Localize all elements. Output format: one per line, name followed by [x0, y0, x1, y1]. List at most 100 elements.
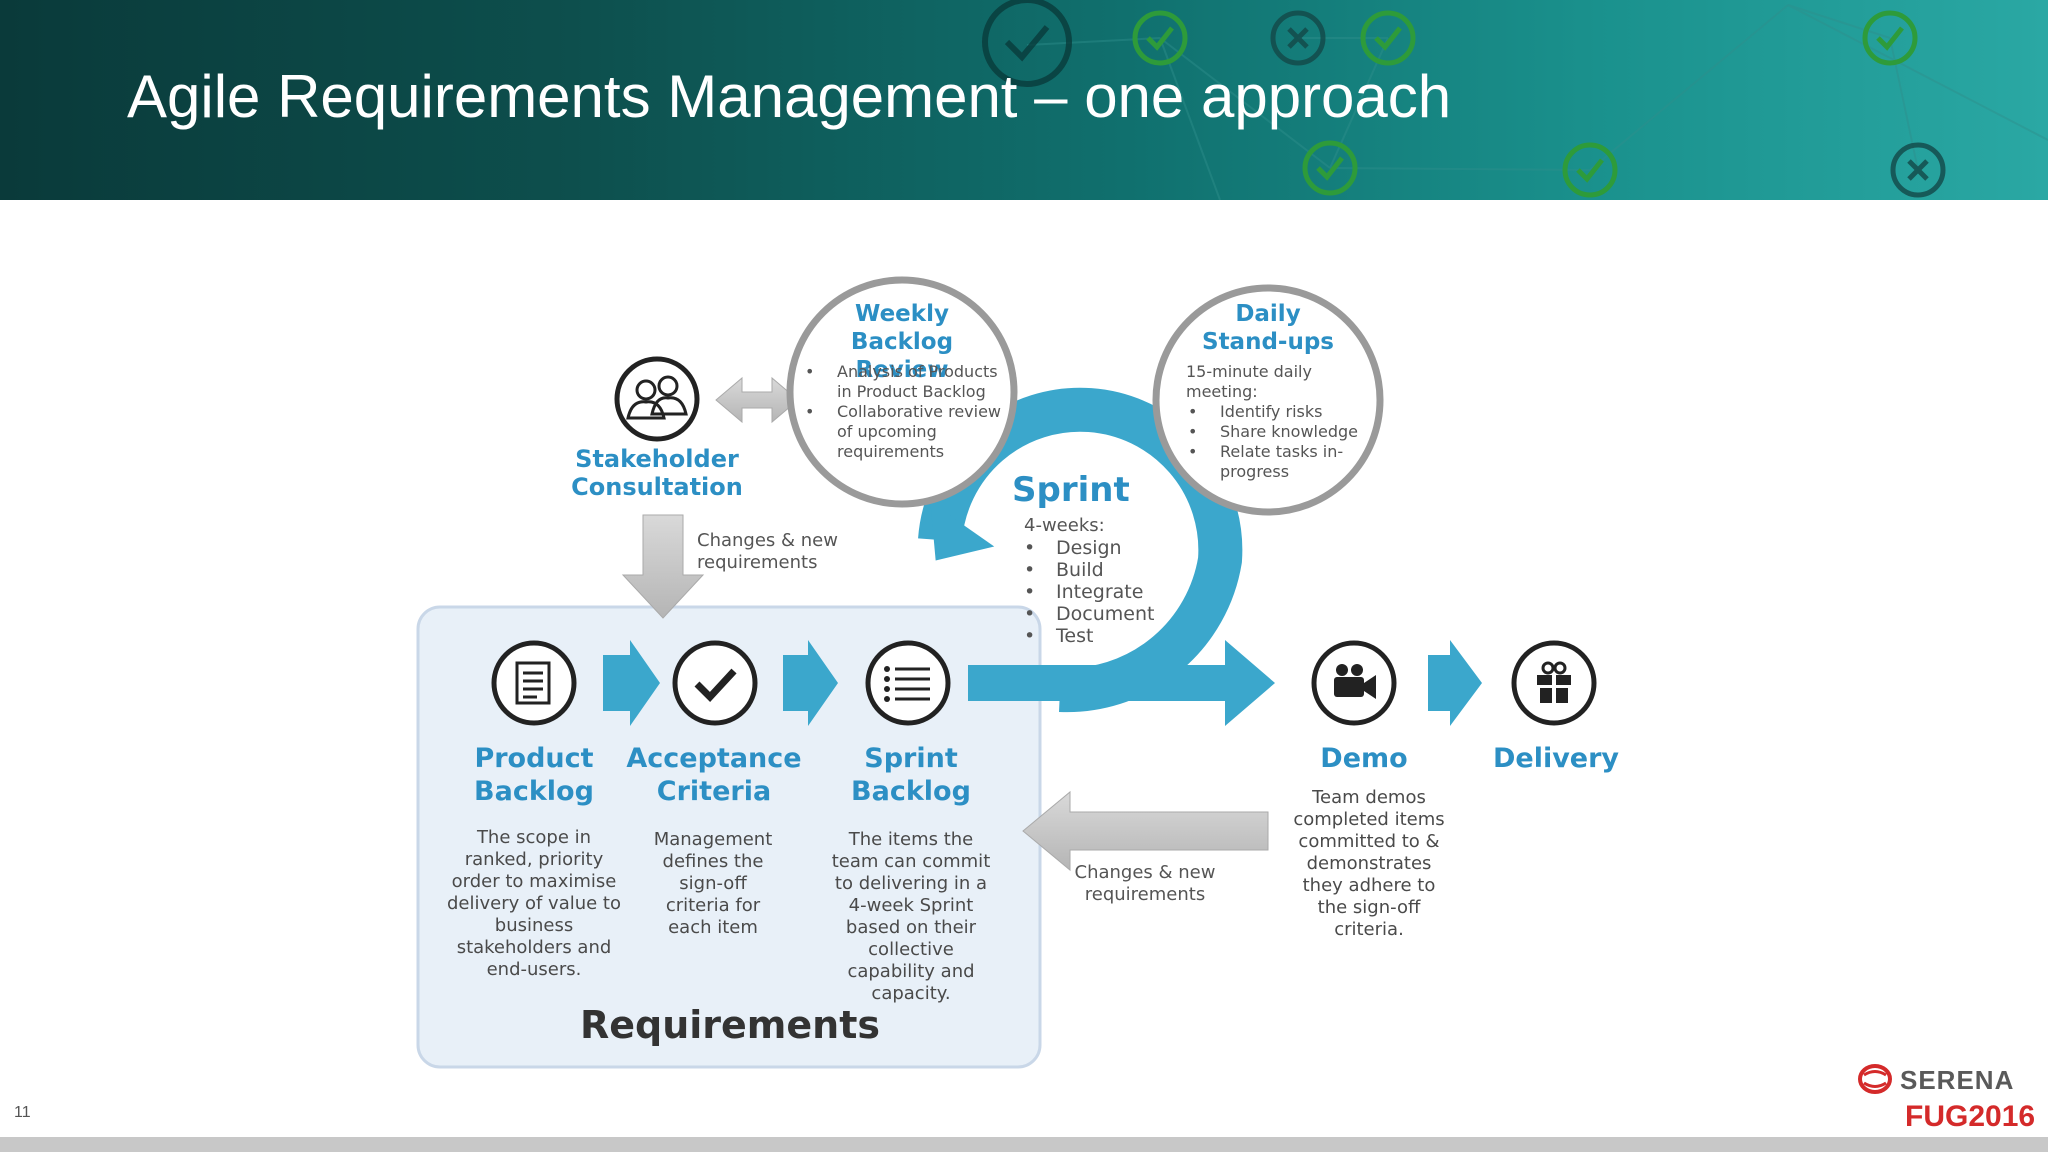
- sprint-item: Build: [1022, 559, 1202, 581]
- weekly-review-list: Analysis of Products in Product Backlog …: [803, 362, 1003, 462]
- weekly-review-item: Analysis of Products in Product Backlog: [803, 362, 1003, 402]
- desc-line: Management: [653, 829, 773, 850]
- changes-top-line2: requirements: [697, 552, 818, 573]
- check-circle-icon: [982, 0, 1072, 87]
- daily-standups-item-line: Relate tasks in-: [1220, 442, 1344, 461]
- desc-line: The scope in: [476, 827, 592, 848]
- changes-down-arrow: [621, 514, 705, 619]
- desc-line: The items the: [848, 829, 974, 850]
- daily-standups-title-line1: Daily: [1235, 301, 1301, 327]
- daily-standups-item: Relate tasks in- progress: [1186, 442, 1366, 482]
- desc-line: each item: [668, 917, 758, 938]
- requirements-label: Requirements: [579, 1003, 881, 1047]
- desc-line: they adhere to: [1302, 875, 1436, 896]
- desc-line: order to maximise: [451, 871, 617, 892]
- acceptance-criteria-title: Acceptance Criteria: [622, 742, 806, 808]
- daily-standups-title: Daily Stand-ups: [1168, 300, 1368, 356]
- footer-bar: [0, 1137, 2048, 1152]
- camera-icon: [1311, 640, 1397, 726]
- desc-line: committed to &: [1298, 831, 1440, 852]
- weekly-review-item: Collaborative review of upcoming require…: [803, 402, 1003, 462]
- weekly-review-item-line: requirements: [837, 442, 945, 461]
- daily-standups-item: Identify risks: [1186, 402, 1366, 422]
- daily-standups-title-line2: Stand-ups: [1202, 329, 1334, 355]
- weekly-review-item-line: in Product Backlog: [837, 382, 986, 401]
- desc-line: stakeholders and: [456, 937, 612, 958]
- list-icon: [865, 640, 951, 726]
- slide-title: Agile Requirements Management – one appr…: [127, 63, 1452, 130]
- desc-line: defines the: [662, 851, 764, 872]
- desc-line: sign-off: [679, 873, 747, 894]
- desc-line: 4-week Sprint: [848, 895, 974, 916]
- event-name: FUG2016: [1905, 1100, 2036, 1133]
- delivery-title: Delivery: [1492, 743, 1620, 774]
- daily-standups-item-line: Identify risks: [1220, 402, 1323, 421]
- desc-line: capacity.: [871, 983, 951, 1004]
- sprint-item: Document: [1022, 603, 1202, 625]
- network-background: [982, 0, 2048, 200]
- desc-line: criteria for: [665, 895, 761, 916]
- sprint-list: Design Build Integrate Document Test: [1022, 537, 1202, 647]
- flow-arrow-2: [783, 640, 838, 726]
- weekly-review-title-line1: Weekly: [855, 301, 949, 327]
- flow-arrow-long: [968, 640, 1275, 726]
- sprint-backlog-description: The items the team can commit to deliver…: [816, 829, 1006, 1005]
- weekly-review-item-line: Collaborative review: [837, 402, 1002, 421]
- header-banner: Agile Requirements Management – one appr…: [0, 0, 2048, 200]
- flow-arrow-4: [1428, 640, 1482, 726]
- desc-line: demonstrates: [1306, 853, 1432, 874]
- sprint-cycle-arrowhead: [930, 501, 995, 561]
- desc-line: criteria.: [1334, 919, 1404, 940]
- desc-line: delivery of value to: [446, 893, 622, 914]
- changes-bottom-line2: requirements: [1084, 884, 1206, 905]
- sprint-backlog-title: Sprint Backlog: [821, 742, 1001, 808]
- weekly-review-item-line: of upcoming: [837, 422, 937, 441]
- stakeholder-title: Stakeholder Consultation: [557, 445, 757, 501]
- stakeholder-title-line2: Consultation: [571, 473, 743, 501]
- desc-line: business: [494, 915, 574, 936]
- sprint-item: Test: [1022, 625, 1202, 647]
- serena-logo-icon: [1858, 1064, 1892, 1094]
- changes-bottom-line1: Changes & new: [1074, 862, 1216, 883]
- desc-line: end-users.: [486, 959, 582, 980]
- acceptance-criteria-description: Management defines the sign-off criteria…: [628, 829, 798, 939]
- demo-description: Team demos completed items committed to …: [1274, 787, 1464, 941]
- sprint-subtitle: 4-weeks:: [1024, 515, 1105, 536]
- weekly-review-item-line: Analysis of Products: [837, 362, 998, 381]
- changes-top-label: Changes & new requirements: [697, 530, 867, 574]
- sprint-backlog-title-line2: Backlog: [851, 776, 971, 807]
- flow-arrow-1: [603, 640, 660, 726]
- acceptance-criteria-title-line2: Criteria: [656, 776, 772, 807]
- changes-bottom-label: Changes & new requirements: [1060, 862, 1230, 906]
- stakeholder-title-line1: Stakeholder: [575, 445, 739, 473]
- daily-standups-item-line: Share knowledge: [1220, 422, 1358, 441]
- sprint-backlog-title-line1: Sprint: [864, 743, 958, 774]
- changes-top-line1: Changes & new: [697, 530, 838, 551]
- daily-standups-list: Identify risks Share knowledge Relate ta…: [1186, 402, 1366, 482]
- daily-standups-intro-line2: meeting:: [1186, 382, 1258, 401]
- checkmark-icon: [672, 640, 758, 726]
- product-backlog-title: Product Backlog: [444, 742, 624, 808]
- demo-title: Demo: [1320, 743, 1408, 774]
- sprint-item: Integrate: [1022, 581, 1202, 603]
- brand-name: SERENA: [1900, 1065, 2015, 1095]
- product-backlog-title-line2: Backlog: [474, 776, 594, 807]
- desc-line: based on their: [845, 917, 977, 938]
- desc-line: ranked, priority: [464, 849, 604, 870]
- desc-line: Team demos: [1312, 787, 1426, 808]
- product-backlog-title-line1: Product: [474, 743, 594, 774]
- acceptance-criteria-title-line1: Acceptance: [626, 743, 802, 774]
- daily-standups-intro: 15-minute daily meeting:: [1186, 362, 1366, 402]
- page-number: 11: [14, 1104, 31, 1121]
- desc-line: to delivering in a: [834, 873, 988, 894]
- product-backlog-description: The scope in ranked, priority order to m…: [439, 827, 629, 981]
- desc-line: capability and: [847, 961, 975, 982]
- sprint-title: Sprint: [1012, 470, 1130, 510]
- sprint-item: Design: [1022, 537, 1202, 559]
- stakeholder-review-arrow: [715, 376, 799, 424]
- changes-back-arrow: [1022, 790, 1269, 872]
- desc-line: completed items: [1293, 809, 1445, 830]
- daily-standups-item: Share knowledge: [1186, 422, 1366, 442]
- daily-standups-intro-line1: 15-minute daily: [1186, 362, 1312, 381]
- desc-line: the sign-off: [1317, 897, 1421, 918]
